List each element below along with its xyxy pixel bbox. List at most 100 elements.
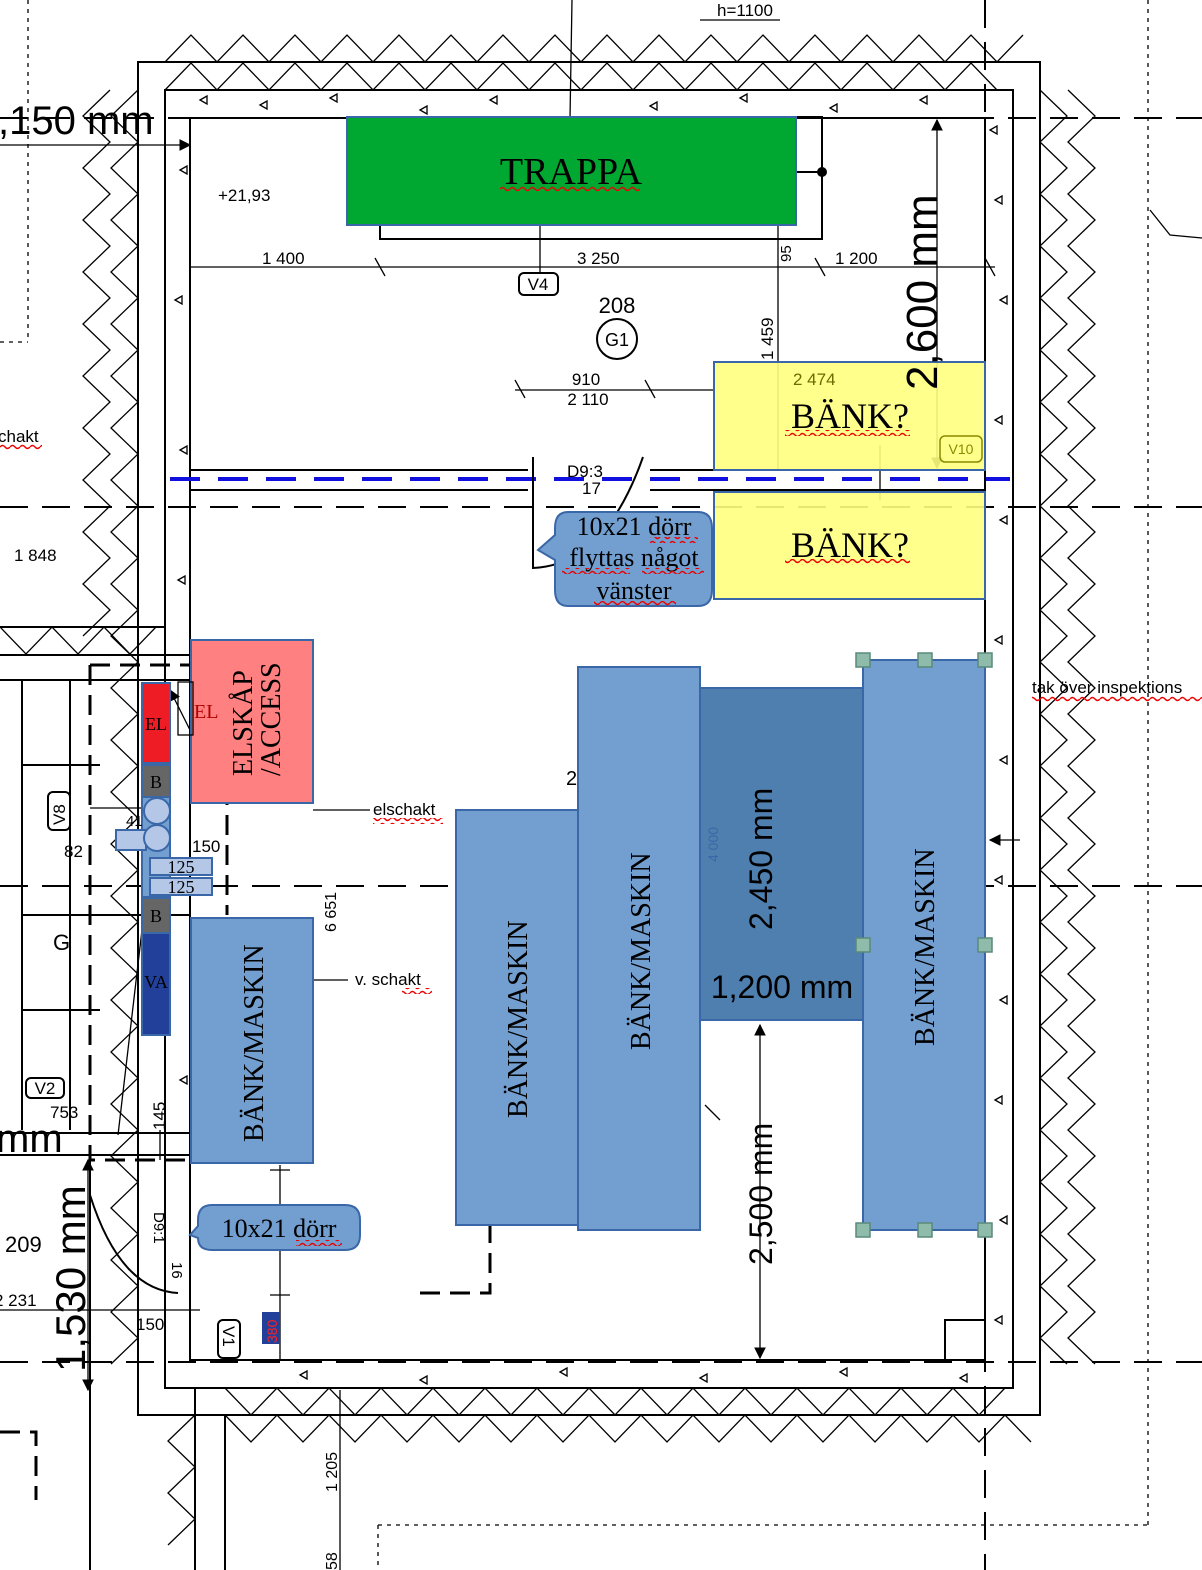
dim-2110: 2 110 — [567, 390, 608, 409]
tag-v4: V4 — [528, 275, 549, 294]
dim-145: 145 — [150, 1102, 169, 1130]
room-g-label: G — [53, 930, 70, 955]
concrete-mark — [198, 94, 208, 106]
bench-machine-4-label: BÄNK/MASKIN — [910, 848, 941, 1046]
spellcheck-underline — [562, 568, 630, 574]
machine-dark-area[interactable]: 4 000 — [699, 687, 864, 1021]
spellcheck-underline — [785, 430, 910, 436]
dim-2500: 2,500 mm — [743, 1123, 779, 1265]
callout-bottom-label: 10x21 dörr — [222, 1214, 337, 1243]
shaft-stack: EL B 125 125 B VA — [115, 682, 213, 1036]
dim-4000: 4 000 — [705, 827, 721, 862]
dim-1400: 1 400 — [262, 249, 305, 268]
inspection-note: tak över inspektions — [1032, 678, 1182, 697]
callout-door-bottom[interactable]: 10x21 dörr — [188, 1204, 361, 1251]
callout-line-3: vänster — [596, 576, 671, 605]
elskap-label-1: ELSKÅP — [228, 670, 259, 776]
concrete-mark — [998, 294, 1008, 306]
bench-machine-1-label: BÄNK/MASKIN — [239, 944, 270, 1142]
dim-2474: 2 474 — [793, 370, 836, 389]
concrete-mark — [648, 100, 658, 112]
concrete-mark — [298, 1369, 308, 1381]
concrete-mark — [488, 94, 498, 106]
concrete-mark — [178, 444, 188, 456]
door-num-bottom: 16 — [168, 1262, 185, 1279]
dim-mm: mm — [0, 1117, 63, 1161]
bench-machine-4[interactable]: BÄNK/MASKIN — [855, 652, 993, 1238]
tags: V4 G1 V8 V2 V1 380 — [25, 272, 638, 1359]
concrete-mark — [828, 102, 838, 114]
dim-1200-top: 1 200 — [835, 249, 878, 268]
v-schakt-label: v. schakt — [355, 970, 421, 989]
concrete-mark — [176, 574, 186, 586]
bench-top-1-label: BÄNK? — [791, 396, 909, 436]
shaft-el: EL — [145, 714, 167, 734]
tag-v2: V2 — [35, 1079, 56, 1098]
el-small-label: EL — [194, 701, 218, 723]
height-note: h=1100 — [717, 1, 773, 20]
door-code-top: D9:3 — [567, 462, 603, 481]
dim-1200: 1,200 mm — [711, 969, 853, 1005]
wall-hatch — [82, 89, 111, 637]
bench-machine-1[interactable]: BÄNK/MASKIN — [190, 917, 314, 1164]
shaft-b2: B — [150, 906, 162, 926]
wall-hatch — [224, 1414, 1032, 1443]
spellcheck-underline — [1032, 696, 1202, 702]
shaft-b1: B — [150, 772, 162, 792]
dim-2-label: 2 — [566, 768, 577, 790]
concrete-mark — [998, 1214, 1008, 1226]
level-mark: +21,93 — [218, 186, 270, 205]
spellcheck-underline — [650, 537, 698, 543]
bench-top-2-label: BÄNK? — [791, 525, 909, 565]
tag-v8: V8 — [50, 804, 69, 825]
dim-1459: 1 459 — [758, 317, 777, 360]
dim-910: 910 — [572, 370, 600, 389]
concrete-mark — [558, 1366, 568, 1378]
concrete-mark — [958, 1372, 968, 1384]
bench-machine-3-label: BÄNK/MASKIN — [626, 852, 657, 1050]
spellcheck-underline — [373, 818, 443, 824]
elskap-access[interactable]: EL ELSKÅP /ACCESS — [177, 639, 314, 804]
concrete-mark — [738, 92, 748, 104]
bench-machine-2[interactable]: BÄNK/MASKIN — [455, 809, 579, 1226]
callout-line-1: 10x21 dörr — [577, 512, 692, 541]
shaft-va: VA — [144, 972, 168, 992]
dim-6651: 6 651 — [323, 892, 340, 932]
concrete-mark — [918, 94, 928, 106]
spellcheck-underline — [402, 988, 432, 994]
pipe-125-2: 125 — [168, 877, 195, 897]
elskap-label-2: /ACCESS — [256, 662, 287, 776]
room-number-209: 209 — [5, 1232, 42, 1257]
concrete-mark — [993, 194, 1003, 206]
concrete-mark — [998, 994, 1008, 1006]
dim-753: 753 — [50, 1103, 78, 1122]
dim-150: 150 — [192, 837, 220, 856]
wall-hatch — [1067, 89, 1096, 1365]
selection-handles[interactable] — [855, 652, 993, 1238]
dim-1848: 1 848 — [14, 546, 57, 565]
concrete-mark — [993, 874, 1003, 886]
tag-v1: V1 — [219, 1326, 238, 1347]
dim-1205: 1 205 — [324, 1452, 341, 1492]
wall-hatch — [164, 62, 998, 91]
bench-machine-3[interactable]: BÄNK/MASKIN — [577, 666, 701, 1231]
stair[interactable]: TRAPPA — [346, 116, 827, 240]
concrete-mark — [258, 99, 268, 111]
wall-hatch — [224, 1387, 1006, 1416]
concrete-mark — [698, 1372, 708, 1384]
bench-top-2[interactable]: BÄNK? — [713, 491, 986, 600]
concrete-mark — [993, 1314, 1003, 1326]
dim-2450: 2,450 mm — [743, 788, 779, 930]
bench-top-1[interactable]: V10 BÄNK? — [713, 361, 986, 471]
elschakt-label: elschakt — [373, 800, 436, 819]
concrete-mark — [173, 294, 183, 306]
dim-41: 41 — [126, 813, 143, 830]
concrete-mark — [328, 92, 338, 104]
dim-380: 380 — [264, 1319, 280, 1343]
spellcheck-underline — [642, 568, 704, 574]
callout-door-move[interactable]: 10x21 dörr flyttas något vänster — [536, 511, 713, 607]
room-number-208: 208 — [599, 293, 636, 318]
v10-tag: V10 — [949, 441, 974, 457]
